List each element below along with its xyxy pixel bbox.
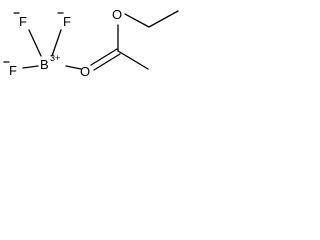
- atom-fluorine-top-left: F: [19, 14, 27, 29]
- atom-boron: B: [40, 57, 49, 72]
- atom-oxygen-ether: O: [112, 7, 122, 22]
- bond-c-methyl: [117, 50, 149, 70]
- bond-f1-b: [28, 29, 42, 57]
- structural-formula: F F F B 3+ O O: [3, 7, 179, 79]
- bond-f2-b: [51, 29, 62, 57]
- bond-f3-b: [22, 65, 39, 69]
- atom-oxygen-coordinated: O: [80, 64, 90, 79]
- atom-labels: F F F B 3+ O O: [3, 7, 122, 79]
- bond-ch2-ch3: [148, 10, 179, 28]
- bond-o-c-double-a: [90, 48, 118, 66]
- bond-b-o: [65, 65, 82, 70]
- bonds: [22, 10, 179, 71]
- atom-fluorine-top-right: F: [63, 14, 71, 29]
- bond-o-ch2: [124, 13, 150, 28]
- atom-fluorine-bottom-left: F: [9, 63, 17, 78]
- boron-charge: 3+: [50, 53, 60, 63]
- bond-o-c-double-b: [93, 53, 121, 71]
